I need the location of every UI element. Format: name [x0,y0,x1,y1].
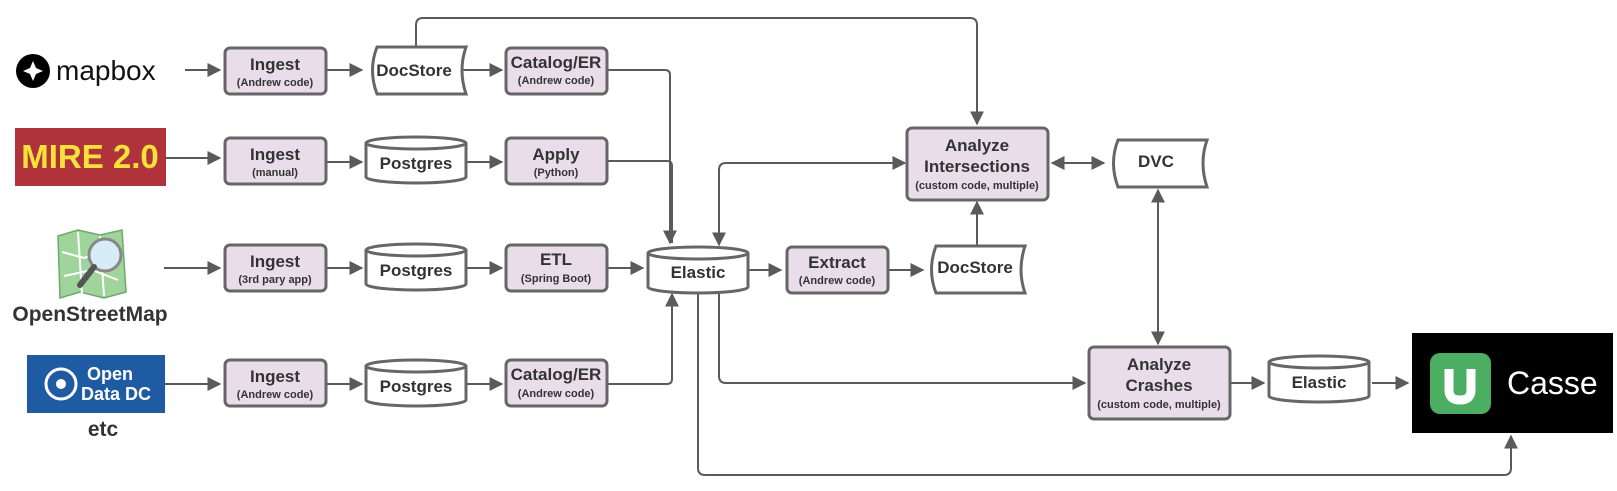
node-analyze-crashes: Analyze Crashes (custom code, multiple) [1087,345,1232,421]
node-subtitle: (custom code, multiple) [915,180,1039,192]
store-docstore-2: DocStore [930,244,1028,295]
node-subtitle: (Andrew code) [799,275,876,287]
node-ingest-3: Ingest (3rd pary app) [223,243,328,293]
store-docstore-1: DocStore [371,45,469,96]
casse-badge-icon [1430,353,1491,414]
store-label: DVC [1138,152,1174,171]
node-title-line2: Crashes [1125,376,1192,395]
etc-label: etc [88,418,119,441]
store-label: Postgres [380,261,453,280]
node-title: Catalog/ER [511,53,602,72]
node-ingest-2: Ingest (manual) [223,136,328,186]
open-data-dc-logo: Open Data DC etc [27,355,165,441]
store-elastic-1: Elastic [646,245,750,295]
store-label: DocStore [937,258,1013,277]
edge-elastic-intersections [712,156,907,247]
openstreetmap-label: OpenStreetMap [12,303,167,326]
store-dvc: DVC [1112,138,1210,189]
edge-elastic-crashes [718,294,1087,390]
node-title: Catalog/ER [511,365,602,384]
store-postgres-3: Postgres [364,358,468,408]
node-title: ETL [540,250,572,269]
edge-elastic-casse [697,294,1518,476]
edge-catalog-elastic [608,69,677,245]
mire-logo: MIRE 2.0 [15,128,166,186]
node-title-line1: Analyze [1127,355,1191,374]
node-etl: ETL (Spring Boot) [504,243,609,293]
node-subtitle: (custom code, multiple) [1097,399,1221,411]
node-subtitle: (Python) [534,167,579,179]
store-label: DocStore [376,61,452,80]
node-title: Ingest [250,367,300,386]
casse-wordmark: Casse [1507,365,1598,401]
edges [164,17,1518,476]
node-title: Extract [808,253,866,272]
mapbox-wordmark: mapbox [56,55,156,86]
node-apply: Apply (Python) [504,136,609,186]
node-subtitle: (Andrew code) [518,75,595,87]
node-catalog-er-1: Catalog/ER (Andrew code) [504,46,609,96]
mire-wordmark: MIRE 2.0 [21,138,159,175]
node-catalog-er-2: Catalog/ER (Andrew code) [504,358,609,408]
node-title: Ingest [250,252,300,271]
store-label: Elastic [1292,373,1347,392]
node-subtitle: (Andrew code) [237,77,314,89]
node-subtitle: (Andrew code) [237,389,314,401]
edge-docstore-intersections [415,17,984,126]
node-title-line1: Analyze [945,136,1009,155]
store-label: Postgres [380,377,453,396]
edge-catalog2-elastic [608,292,679,385]
edge-apply-elastic [608,160,673,243]
odc-line1: Open [87,364,133,384]
store-label: Elastic [671,263,726,282]
node-ingest-4: Ingest (Andrew code) [223,358,328,408]
node-subtitle: (manual) [252,167,298,179]
store-postgres-1: Postgres [364,135,468,185]
node-analyze-intersections: Analyze Intersections (custom code, mult… [905,126,1050,202]
node-title: Ingest [250,145,300,164]
store-postgres-2: Postgres [364,242,468,292]
node-title: Apply [532,145,580,164]
dc-location-icon [44,367,78,401]
node-subtitle: (3rd pary app) [238,274,312,286]
node-title-line2: Intersections [924,157,1030,176]
node-extract: Extract (Andrew code) [785,245,890,295]
node-title: Ingest [250,55,300,74]
openstreetmap-logo: OpenStreetMap [12,229,168,326]
node-subtitle: (Spring Boot) [521,273,592,285]
node-subtitle: (Andrew code) [518,388,595,400]
odc-line2: Data DC [81,384,151,404]
casse-logo: Casse [1412,333,1613,433]
store-elastic-2: Elastic [1267,354,1371,404]
store-label: Postgres [380,154,453,173]
mapbox-logo: mapbox [16,54,156,88]
magnifier-icon [87,237,123,273]
node-ingest-1: Ingest (Andrew code) [223,46,328,96]
